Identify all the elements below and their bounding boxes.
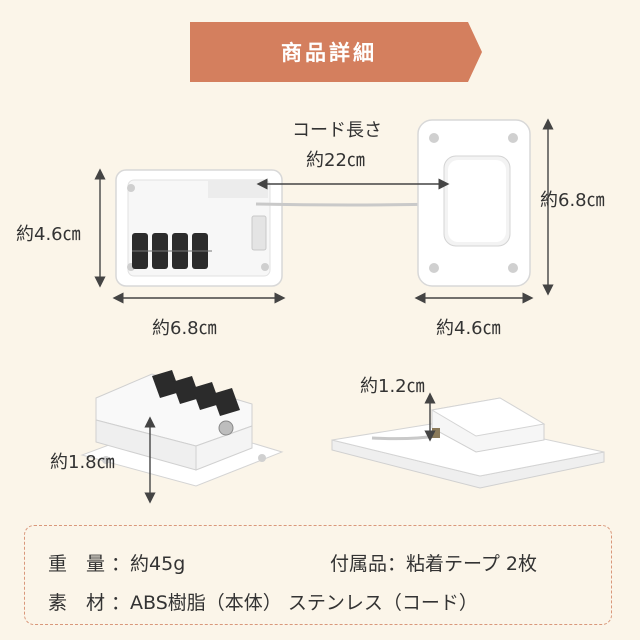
anchor-side-view xyxy=(331,397,605,489)
cord-label: コード長さ xyxy=(292,120,382,141)
lock-height-label: 約4.6㎝ xyxy=(16,224,81,245)
spec-accessory: 付属品：粘着テープ 2枚 xyxy=(330,553,537,575)
spec-weight: 重 量 ：約45g xyxy=(48,553,186,575)
lock-width-label: 約6.8㎝ xyxy=(152,318,217,339)
dimension-lines xyxy=(94,118,554,504)
header-banner: 商品詳細 xyxy=(190,22,482,82)
anchor-depth-label: 約1.2㎝ xyxy=(360,376,425,397)
combination-dials-side xyxy=(152,370,240,416)
cord xyxy=(255,202,445,207)
spec-material: 素 材 ：ABS樹脂（本体） ステンレス（コード） xyxy=(48,592,478,614)
product-illustration xyxy=(80,118,605,504)
anchor-height-label: 約6.8㎝ xyxy=(540,190,605,211)
combination-dials xyxy=(132,233,212,269)
anchor-width-label: 約4.6㎝ xyxy=(436,318,501,339)
cord-length: 約22㎝ xyxy=(306,150,365,171)
lock-front-view xyxy=(115,169,283,287)
page-title: 商品詳細 xyxy=(281,41,377,65)
spec-box xyxy=(24,525,612,625)
lock-depth-label: 約1.8㎝ xyxy=(50,452,115,473)
anchor-front-view xyxy=(417,119,531,287)
